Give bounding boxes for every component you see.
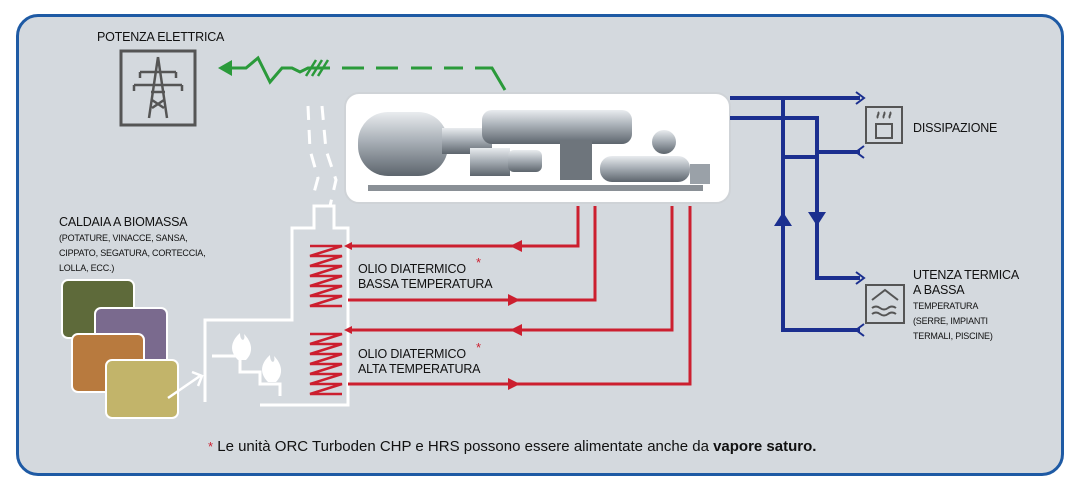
oil-high-line2: ALTA TEMPERATURA: [358, 362, 481, 376]
boiler-desc-3: LOLLA, ECC.): [59, 263, 115, 273]
dissipation-icon: [865, 106, 903, 144]
power-label: POTENZA ELETTRICA: [97, 30, 225, 44]
smoke: [306, 105, 338, 207]
boiler-title: CALDAIA A BIOMASSA: [59, 215, 188, 229]
oil-low-line1: OLIO DIATERMICO: [358, 262, 466, 276]
oil-high-line1: OLIO DIATERMICO: [358, 347, 466, 361]
thermal-user-line1: UTENZA TERMICA: [913, 268, 1020, 282]
electric-arrow-icon: [218, 60, 232, 76]
thermal-user-desc-1: TEMPERATURA: [913, 301, 979, 311]
boiler-desc-2: CIPPATO, SEGATURA, CORTECCIA,: [59, 248, 206, 258]
thermal-user-desc-3: TERMALI, PISCINE): [913, 331, 993, 341]
water-heat-icon: [865, 284, 905, 324]
electric-line: [218, 55, 507, 91]
pylon-icon: [119, 49, 197, 127]
biomass-photo-icon: [61, 279, 204, 419]
oil-arrows: [508, 240, 522, 390]
footer-bold: vapore saturo.: [713, 438, 817, 455]
water-circuit: [730, 96, 860, 332]
coil-low: [309, 244, 343, 308]
coil-high: [309, 332, 343, 396]
footer-star: *: [208, 439, 214, 454]
thermal-user-desc-2: (SERRE, IMPIANTI: [913, 316, 988, 326]
footer-note: * Le unità ORC Turboden CHP e HRS posson…: [208, 438, 816, 455]
thermal-user-line2: A BASSA: [913, 283, 965, 297]
oil-high-star: *: [476, 340, 482, 355]
dissipation-label: DISSIPAZIONE: [913, 121, 998, 135]
boiler-desc-1: (POTATURE, VINACCE, SANSA,: [59, 233, 188, 243]
flame-icon: [232, 333, 282, 382]
oil-low-line2: BASSA TEMPERATURA: [358, 277, 493, 291]
orc-turbine-icon: [344, 92, 731, 204]
oil-pipes: [344, 206, 692, 386]
water-arrows: [774, 91, 866, 337]
oil-low-star: *: [476, 255, 482, 270]
footer-text: Le unità ORC Turboden CHP e HRS possono …: [217, 438, 714, 455]
